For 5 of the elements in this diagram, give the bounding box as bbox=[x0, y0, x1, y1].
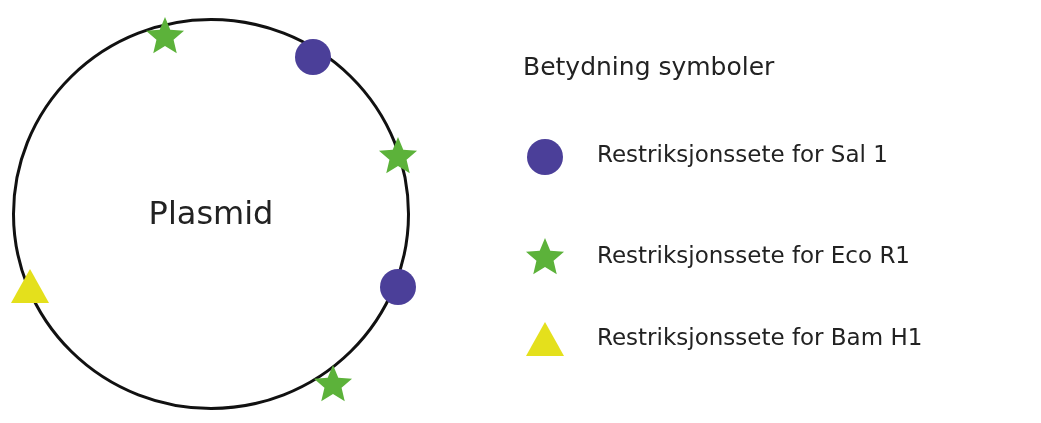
legend-text: Restriksjonssete for Sal 1 bbox=[597, 141, 888, 167]
legend-text: Restriksjonssete for Eco R1 bbox=[597, 242, 910, 268]
legend-heading: Betydning symboler bbox=[523, 52, 775, 81]
plasmid-label: Plasmid bbox=[148, 194, 274, 232]
legend-text: Restriksjonssete for Bam H1 bbox=[597, 324, 923, 350]
